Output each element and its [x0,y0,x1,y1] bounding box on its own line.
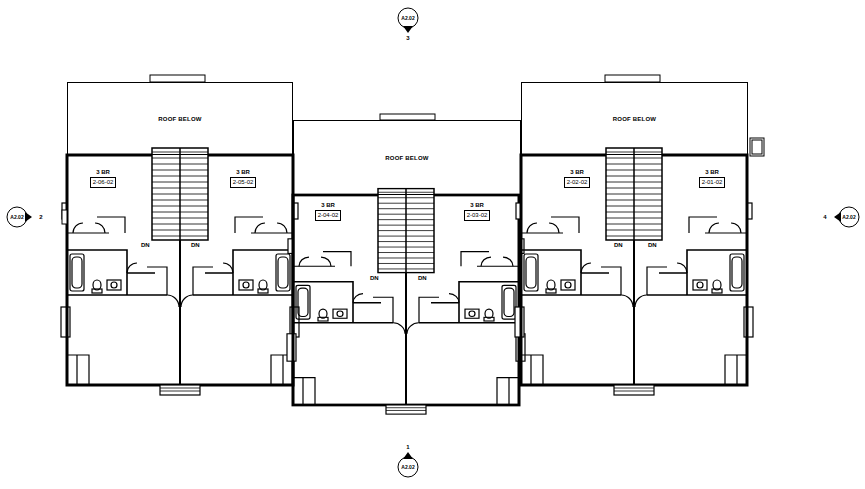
callout-number: 2 [39,214,42,220]
callout-pointer [25,212,32,222]
unit-tag: 3 BR2-04-02 [315,210,342,221]
unit-tag: 3 BR2-01-02 [699,177,726,188]
stair-direction: DN [141,242,150,248]
section-callout: A2.024 [838,206,860,228]
callout-number: 3 [406,35,409,41]
unit-type: 3 BR [96,169,110,176]
section-callout: A2.023 [397,7,419,29]
callout-number: 4 [823,214,826,220]
roof-area: ROOF BELOW [67,82,293,155]
roof-label: ROOF BELOW [385,155,428,161]
stair-direction: DN [614,242,623,248]
unit-tag: 3 BR2-06-02 [90,177,117,188]
callout-pointer [403,452,413,459]
building-block [515,148,753,395]
unit-tag: 3 BR2-05-02 [230,177,257,188]
sheet-reference: A2.02 [397,456,419,478]
callout-circle [7,207,27,227]
building-block [61,148,299,395]
section-callout: A2.022 [6,206,28,228]
unit-number: 2-01-02 [702,179,723,185]
callout-pointer [834,212,841,222]
callout-circle [839,207,859,227]
stair-direction: DN [418,275,427,281]
unit-number: 2-06-02 [93,179,114,185]
unit-type: 3 BR [570,169,584,176]
callout-number: 1 [406,444,409,450]
unit-number: 2-03-02 [467,212,488,218]
sheet-reference: A2.02 [6,206,28,228]
callout-pointer [403,26,413,33]
section-callout: A2.021 [397,456,419,478]
callout-circle [398,457,418,477]
stair-direction: DN [191,242,200,248]
roof-area: ROOF BELOW [521,82,748,155]
roof-vents [62,75,764,224]
sheet-reference: A2.02 [397,7,419,29]
callout-circle [398,8,418,28]
unit-type: 3 BR [470,202,484,209]
unit-number: 2-02-02 [567,179,588,185]
roof-label: ROOF BELOW [613,116,656,122]
unit-tag: 3 BR2-03-02 [464,210,491,221]
building-block [287,189,525,415]
unit-number: 2-04-02 [318,212,339,218]
unit-type: 3 BR [236,169,250,176]
unit-tag: 3 BR2-02-02 [564,177,591,188]
sheet-reference: A2.02 [838,206,860,228]
roof-area: ROOF BELOW [293,120,521,195]
roof-label: ROOF BELOW [158,116,201,122]
unit-number: 2-05-02 [233,179,254,185]
stair-direction: DN [648,242,657,248]
unit-type: 3 BR [705,169,719,176]
unit-type: 3 BR [321,202,335,209]
stair-direction: DN [370,275,379,281]
